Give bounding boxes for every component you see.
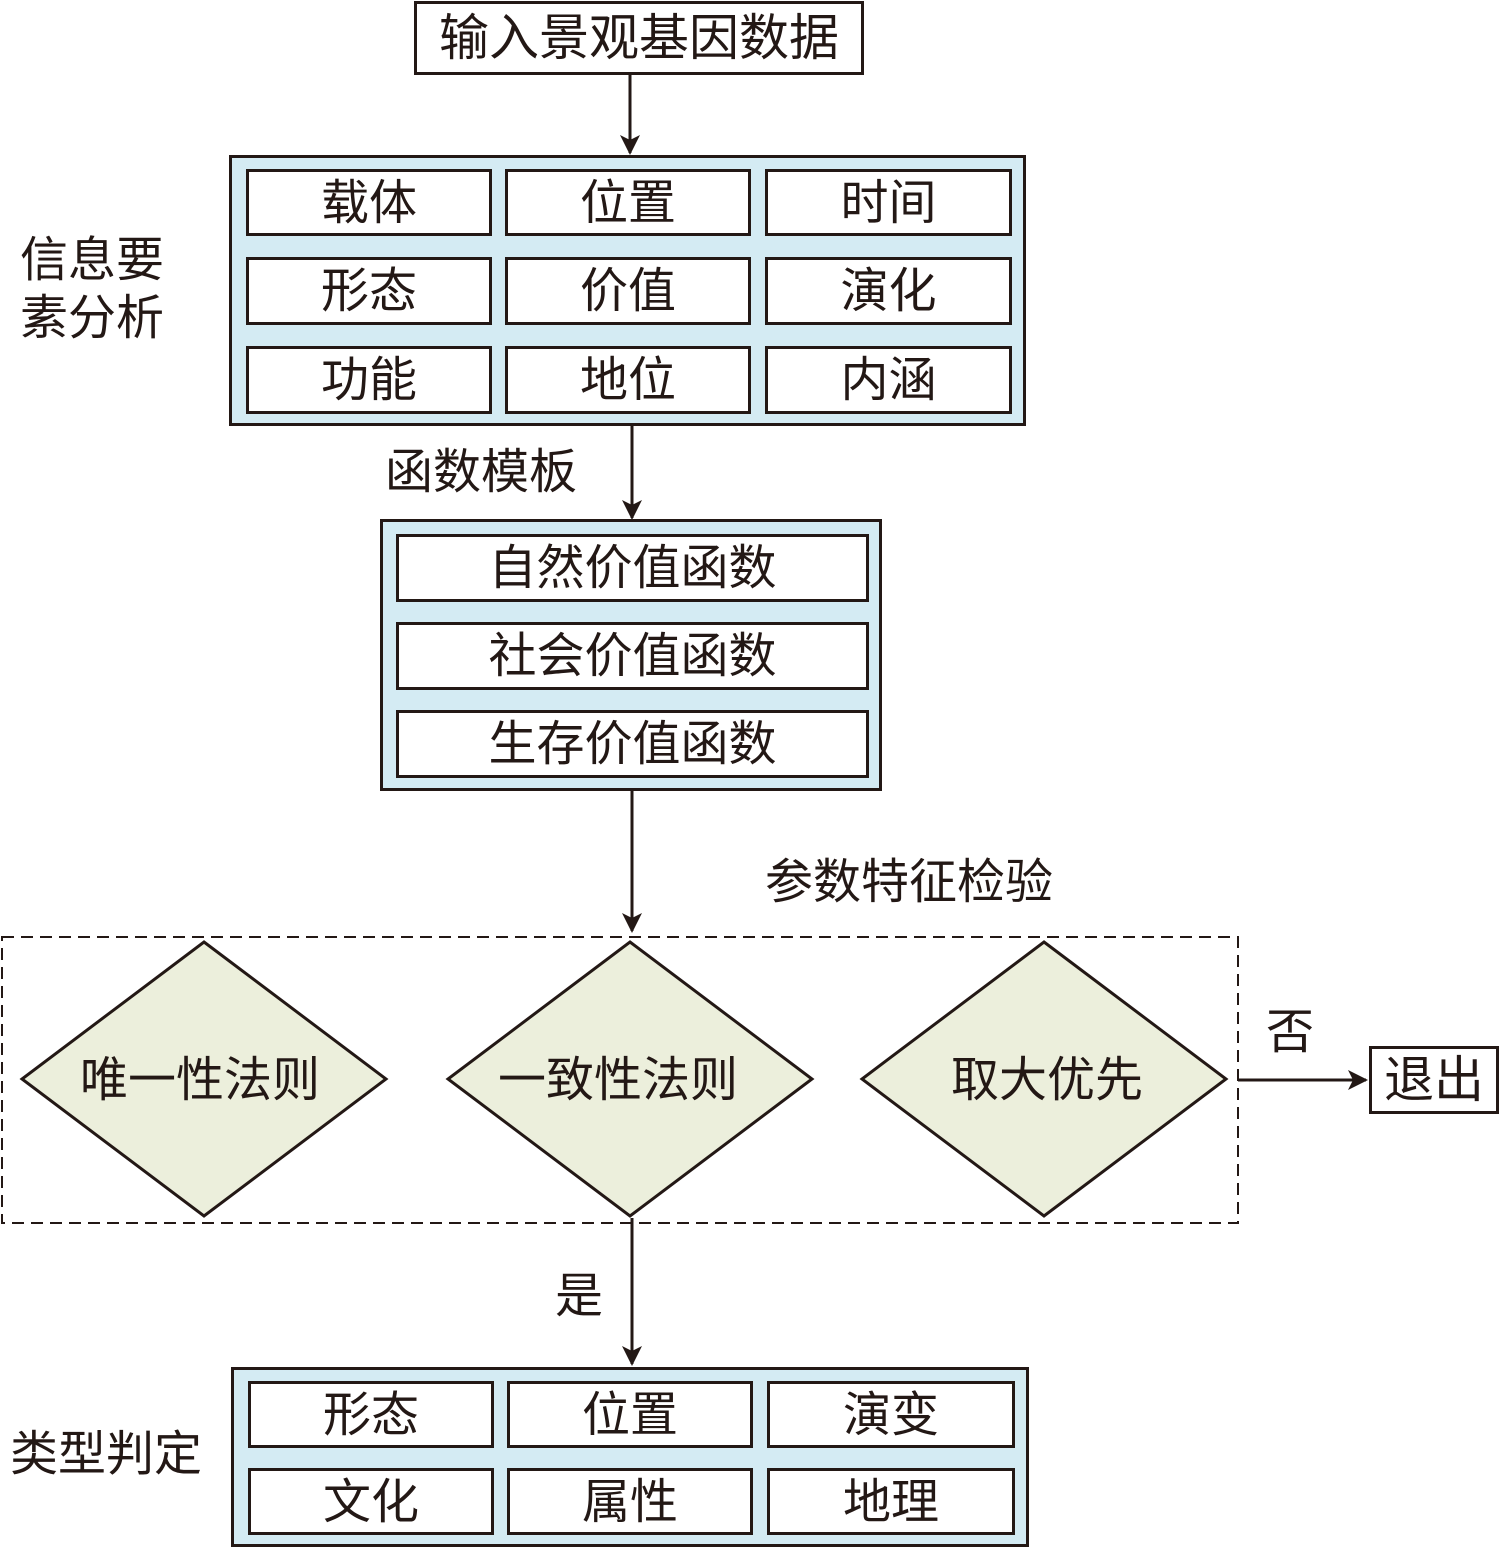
type-title: 类型判定: [10, 1426, 203, 1482]
type-cell-evolution: 演变: [767, 1381, 1015, 1448]
type-cell-attribute: 属性: [507, 1468, 753, 1535]
info-cell-value: 价值: [505, 257, 751, 325]
info-cell-label: 载体: [320, 174, 417, 231]
function-label: 生存价值函数: [488, 716, 777, 772]
info-cell-label: 内涵: [840, 352, 937, 408]
type-cell-form: 形态: [248, 1381, 494, 1448]
info-cell-carrier: 载体: [246, 169, 492, 236]
exit-box: 退出: [1369, 1046, 1499, 1114]
type-cell-label: 地理: [842, 1473, 939, 1530]
info-cell-label: 功能: [320, 352, 417, 408]
type-cell-label: 形态: [322, 1386, 419, 1443]
rule-uniqueness: 唯一性法则: [79, 1052, 321, 1108]
exit-label: 退出: [1384, 1051, 1484, 1109]
function-label: 社会价值函数: [488, 628, 777, 684]
info-cell-status: 地位: [505, 346, 751, 414]
type-cell-label: 位置: [581, 1386, 678, 1443]
type-cell-label: 演变: [842, 1386, 939, 1443]
info-cell-evolution: 演化: [765, 257, 1012, 325]
type-cell-geography: 地理: [767, 1468, 1015, 1535]
rule-consistency: 一致性法则: [497, 1052, 739, 1108]
info-cell-label: 演化: [840, 263, 937, 319]
rule-diamond-2: [445, 940, 815, 1218]
function-natural-value: 自然价值函数: [396, 534, 869, 602]
info-cell-location: 位置: [505, 169, 751, 236]
yes-label: 是: [555, 1268, 604, 1324]
info-cell-label: 时间: [840, 174, 937, 231]
rule-max-priority: 取大优先: [950, 1052, 1144, 1108]
function-survival-value: 生存价值函数: [396, 710, 869, 778]
test-label: 参数特征检验: [765, 854, 1054, 910]
template-label: 函数模板: [385, 444, 578, 500]
info-cell-label: 地位: [579, 352, 676, 408]
info-cell-label: 位置: [579, 174, 676, 231]
input-box: 输入景观基因数据: [414, 1, 864, 75]
info-panel: 载体 位置 时间 形态 价值 演化 功能 地位 内涵: [229, 155, 1026, 426]
info-cell-label: 形态: [320, 263, 417, 319]
type-cell-label: 文化: [322, 1473, 419, 1530]
function-panel: 自然价值函数 社会价值函数 生存价值函数: [380, 519, 882, 791]
info-cell-function: 功能: [246, 346, 492, 414]
info-cell-form: 形态: [246, 257, 492, 325]
no-label: 否: [1266, 1004, 1315, 1060]
type-cell-label: 属性: [581, 1473, 678, 1530]
info-title: 信息要素分析: [20, 232, 165, 346]
rule-diamond-1: [19, 940, 389, 1218]
rule-diamond-3: [859, 940, 1229, 1218]
info-cell-time: 时间: [765, 169, 1012, 236]
function-label: 自然价值函数: [488, 540, 777, 596]
input-label: 输入景观基因数据: [439, 9, 839, 67]
type-panel: 形态 位置 演变 文化 属性 地理: [231, 1367, 1029, 1547]
test-dashed-frame: [1, 936, 1239, 1224]
info-cell-connotation: 内涵: [765, 346, 1012, 414]
type-cell-location: 位置: [507, 1381, 753, 1448]
type-cell-culture: 文化: [248, 1468, 494, 1535]
info-cell-label: 价值: [579, 263, 676, 319]
function-social-value: 社会价值函数: [396, 622, 869, 690]
